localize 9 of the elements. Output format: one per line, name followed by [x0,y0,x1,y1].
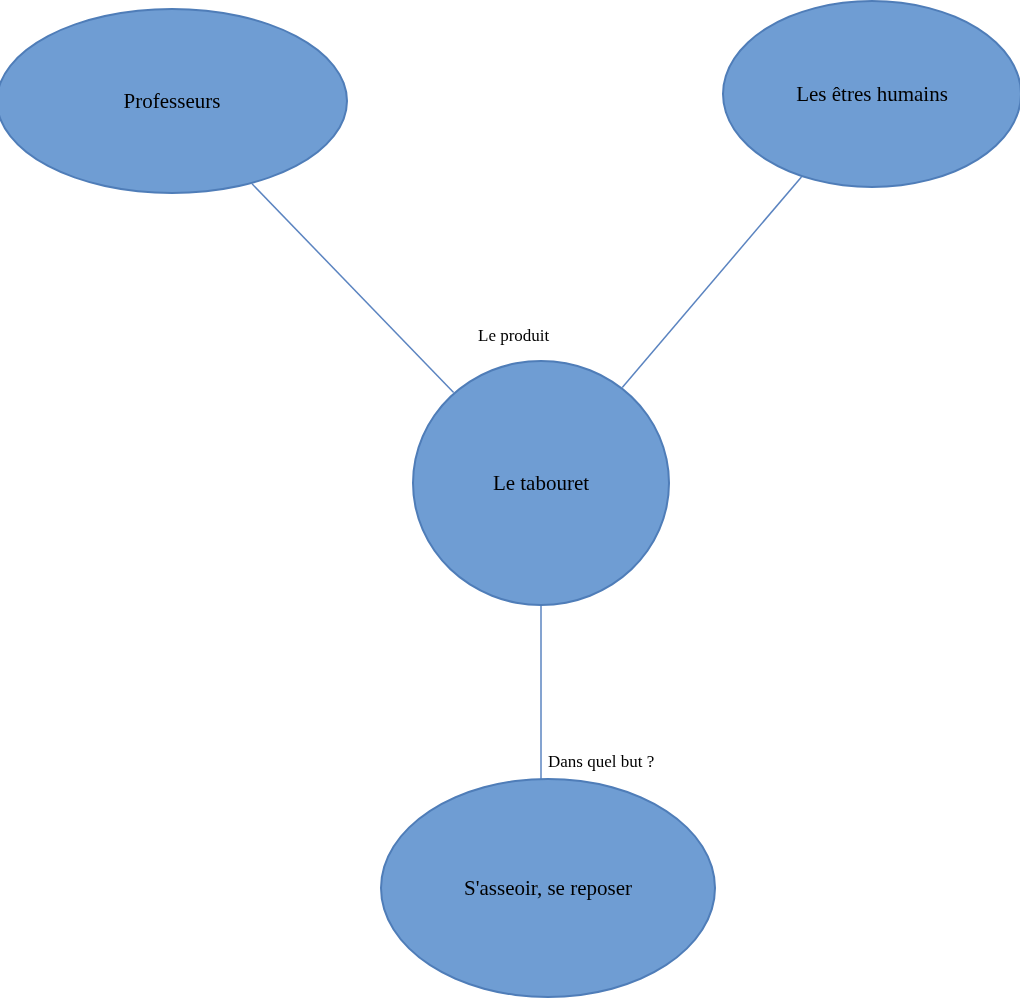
connector-line [251,183,455,394]
node-label: S'asseoir, se reposer [463,875,633,901]
node-caption: Le produit [478,326,550,346]
node-label: Le tabouret [491,470,591,496]
connector-line [621,176,803,389]
connector-line [540,605,542,780]
edge-label: Dans quel but ? [548,752,655,772]
node-label: Professeurs [122,88,222,114]
node-label: Les êtres humains [795,81,949,107]
